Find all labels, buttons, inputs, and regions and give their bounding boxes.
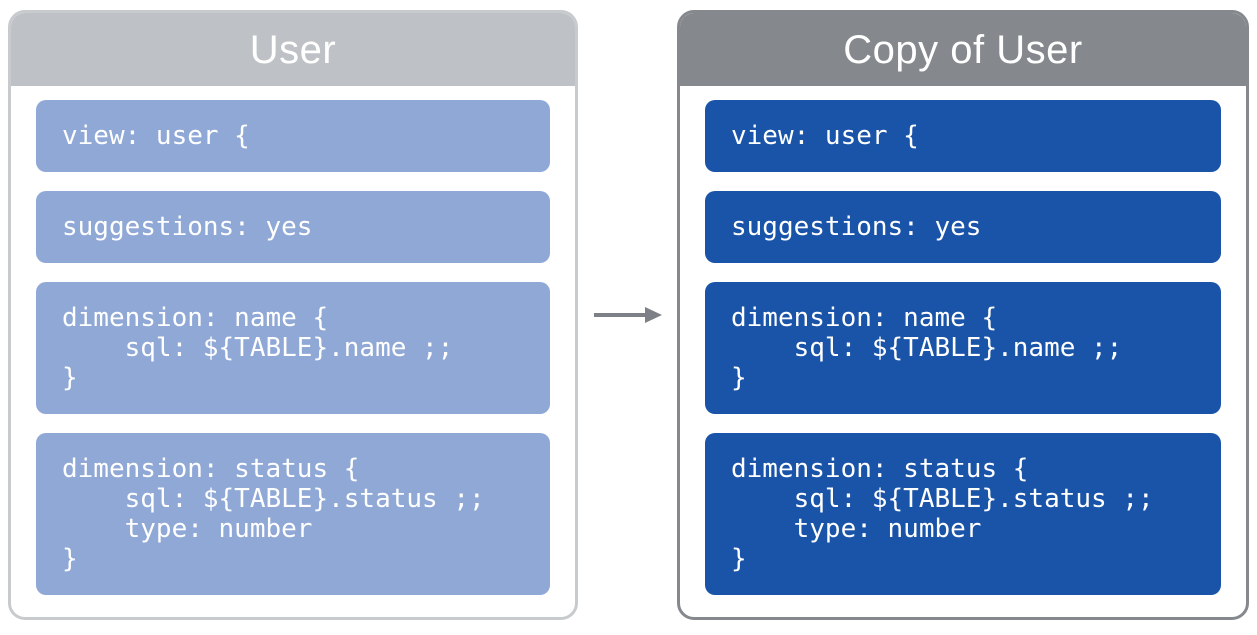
code-line: }	[62, 544, 78, 574]
code-line: suggestions: yes	[731, 212, 982, 242]
user-panel-header: User	[11, 13, 575, 86]
code-line: suggestions: yes	[62, 212, 313, 242]
code-block-suggestions: suggestions: yes	[36, 191, 550, 263]
code-line: sql: ${TABLE}.status ;;	[62, 484, 485, 514]
code-line: dimension: name {	[731, 303, 998, 333]
code-block-dimension-status: dimension: status { sql: ${TABLE}.status…	[36, 433, 550, 595]
copy-of-user-panel: Copy of User view: user { suggestions: y…	[677, 10, 1249, 620]
code-line: view: user {	[62, 121, 250, 151]
code-line: type: number	[731, 514, 982, 544]
user-panel-body: view: user { suggestions: yes dimension:…	[11, 86, 575, 614]
code-block-dimension-status: dimension: status { sql: ${TABLE}.status…	[705, 433, 1221, 595]
code-block-dimension-name: dimension: name { sql: ${TABLE}.name ;; …	[36, 282, 550, 414]
code-line: }	[62, 363, 78, 393]
code-line: dimension: name {	[62, 303, 329, 333]
code-block-dimension-name: dimension: name { sql: ${TABLE}.name ;; …	[705, 282, 1221, 414]
code-line: sql: ${TABLE}.status ;;	[731, 484, 1154, 514]
copy-of-user-panel-title: Copy of User	[843, 27, 1083, 72]
code-line: }	[731, 544, 747, 574]
code-block-suggestions: suggestions: yes	[705, 191, 1221, 263]
right-arrow-icon	[594, 307, 662, 323]
code-line: }	[731, 363, 747, 393]
code-block-view: view: user {	[36, 100, 550, 172]
code-line: sql: ${TABLE}.name ;;	[731, 333, 1123, 363]
code-line: view: user {	[731, 121, 919, 151]
code-line: sql: ${TABLE}.name ;;	[62, 333, 454, 363]
code-line: dimension: status {	[731, 454, 1029, 484]
code-block-view: view: user {	[705, 100, 1221, 172]
code-line: dimension: status {	[62, 454, 360, 484]
copy-of-user-panel-body: view: user { suggestions: yes dimension:…	[680, 86, 1246, 614]
code-line: type: number	[62, 514, 313, 544]
copy-of-user-panel-header: Copy of User	[680, 13, 1246, 86]
user-panel: User view: user { suggestions: yes dimen…	[8, 10, 578, 620]
user-panel-title: User	[249, 27, 337, 72]
